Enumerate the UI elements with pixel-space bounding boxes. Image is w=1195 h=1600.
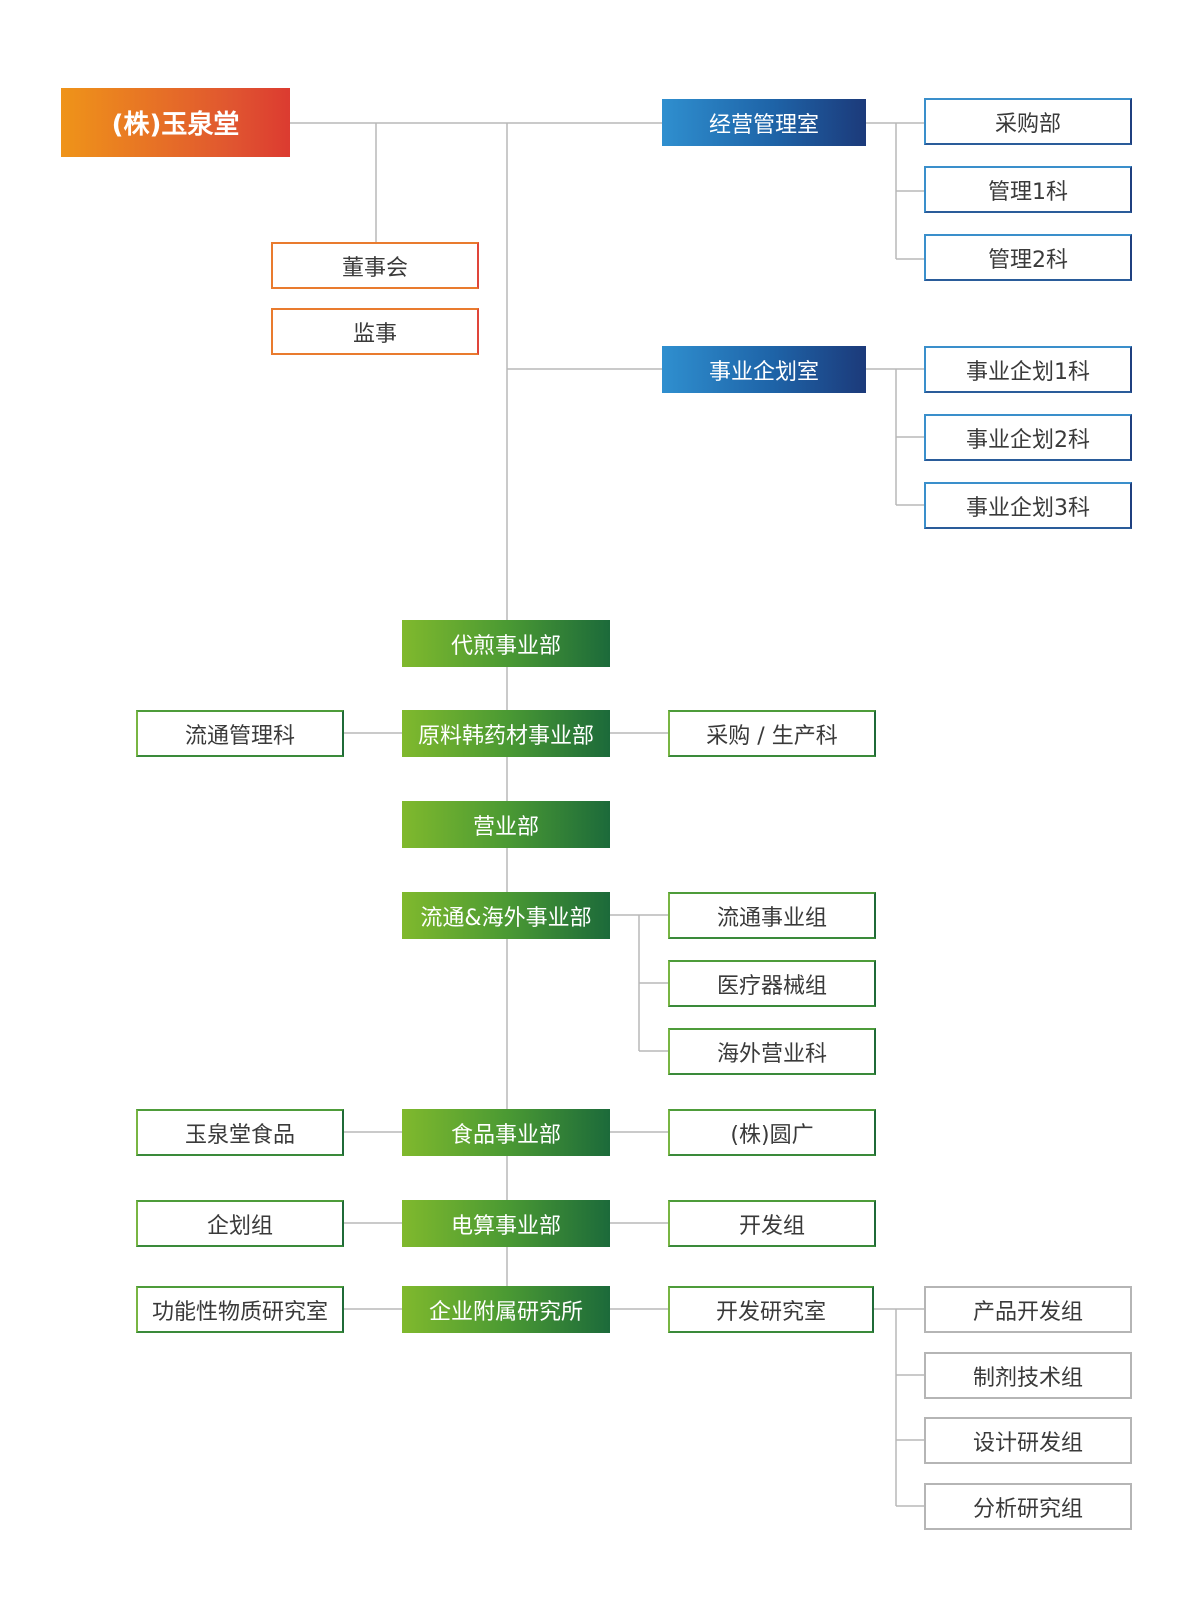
food-division-label: 食品事业部 — [450, 1122, 561, 1148]
research-team-box: 设计研发组 — [924, 1417, 1132, 1464]
distribution-team-box: 海外营业科 — [668, 1028, 876, 1075]
research-team-box: 产品开发组 — [924, 1286, 1132, 1333]
herbal-left-box: 流通管理科 — [136, 710, 344, 757]
herbal-right-label: 采购 / 生产科 — [706, 723, 838, 749]
planning-team-box: 事业企划2科 — [924, 414, 1132, 461]
management-office-label: 经营管理室 — [708, 112, 819, 138]
planning-team-label: 事业企划2科 — [966, 427, 1090, 453]
board-directors-label: 董事会 — [341, 255, 408, 281]
planning-team-box: 事业企划1科 — [924, 346, 1132, 393]
decoction-division-box: 代煎事业部 — [402, 620, 610, 667]
herbal-division-box: 原料韩药材事业部 — [402, 710, 610, 757]
research-division-label: 企业附属研究所 — [428, 1299, 583, 1325]
decoction-division-label: 代煎事业部 — [450, 633, 561, 659]
sales-division-box: 营业部 — [402, 801, 610, 848]
food-right-label: (株)圆广 — [730, 1122, 814, 1148]
computing-division-label: 电算事业部 — [450, 1213, 561, 1239]
food-left-box: 玉泉堂食品 — [136, 1109, 344, 1156]
distribution-division-label: 流通&海外事业部 — [420, 905, 592, 931]
distribution-team-label: 海外营业科 — [716, 1041, 827, 1067]
management-team-label: 管理2科 — [988, 247, 1068, 273]
herbal-left-label: 流通管理科 — [184, 723, 295, 749]
planning-office-box: 事业企划室 — [662, 346, 866, 393]
research-team-label: 分析研究组 — [972, 1496, 1083, 1522]
food-left-label: 玉泉堂食品 — [184, 1122, 295, 1148]
research-right-box: 开发研究室 — [668, 1286, 874, 1333]
computing-right-box: 开发组 — [668, 1200, 876, 1247]
company-name: (株)玉泉堂 — [111, 110, 240, 140]
distribution-team-box: 流通事业组 — [668, 892, 876, 939]
sales-division-label: 营业部 — [472, 814, 539, 840]
distribution-team-label: 医疗器械组 — [716, 973, 827, 999]
planning-team-label: 事业企划3科 — [966, 495, 1090, 521]
food-right-box: (株)圆广 — [668, 1109, 876, 1156]
research-team-label: 设计研发组 — [972, 1430, 1083, 1456]
planning-office-label: 事业企划室 — [708, 359, 819, 385]
distribution-team-box: 医疗器械组 — [668, 960, 876, 1007]
research-division-box: 企业附属研究所 — [402, 1286, 610, 1333]
research-left-label: 功能性物质研究室 — [151, 1299, 328, 1325]
research-team-box: 制剂技术组 — [924, 1352, 1132, 1399]
distribution-division-box: 流通&海外事业部 — [402, 892, 610, 939]
computing-left-box: 企划组 — [136, 1200, 344, 1247]
management-team-label: 采购部 — [994, 111, 1061, 137]
board-auditor-label: 监事 — [352, 321, 397, 347]
company-root-box: (株)玉泉堂 — [61, 88, 290, 157]
computing-right-label: 开发组 — [738, 1213, 805, 1239]
food-division-box: 食品事业部 — [402, 1109, 610, 1156]
board-auditor-box: 监事 — [271, 308, 479, 355]
research-right-label: 开发研究室 — [715, 1299, 826, 1325]
computing-left-label: 企划组 — [206, 1213, 273, 1239]
distribution-team-label: 流通事业组 — [716, 905, 827, 931]
management-office-box: 经营管理室 — [662, 99, 866, 146]
computing-division-box: 电算事业部 — [402, 1200, 610, 1247]
management-team-label: 管理1科 — [988, 179, 1068, 205]
research-left-box: 功能性物质研究室 — [136, 1286, 344, 1333]
research-team-box: 分析研究组 — [924, 1483, 1132, 1530]
management-team-box: 管理1科 — [924, 166, 1132, 213]
planning-team-box: 事业企划3科 — [924, 482, 1132, 529]
planning-team-label: 事业企划1科 — [966, 359, 1090, 385]
research-team-label: 制剂技术组 — [972, 1365, 1083, 1391]
herbal-right-box: 采购 / 生产科 — [668, 710, 876, 757]
research-team-label: 产品开发组 — [972, 1299, 1083, 1325]
herbal-division-label: 原料韩药材事业部 — [417, 723, 594, 749]
management-team-box: 管理2科 — [924, 234, 1132, 281]
board-directors-box: 董事会 — [271, 242, 479, 289]
management-team-box: 采购部 — [924, 98, 1132, 145]
